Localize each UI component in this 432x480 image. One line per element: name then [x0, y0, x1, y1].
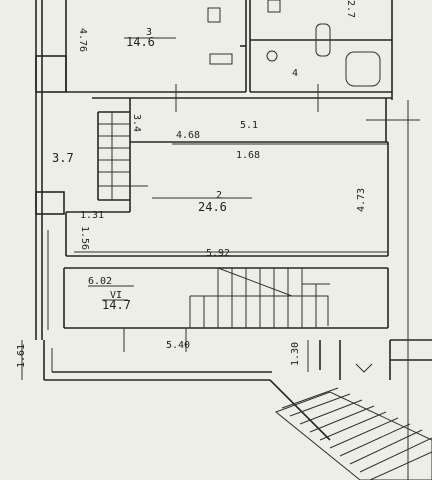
room-4-number: 4	[292, 68, 298, 79]
partitions	[21, 84, 420, 480]
cabinet-icon	[209, 53, 233, 65]
room-3-number: 3	[146, 27, 152, 38]
heater-icon	[207, 7, 221, 23]
dim-4-76: 4.76	[77, 28, 88, 52]
bathtub-icon	[345, 51, 381, 87]
sink-icon	[266, 50, 278, 62]
dim-4-73: 4.73	[356, 188, 367, 212]
dimension-ticks	[74, 37, 388, 373]
dimension-labels: 4.76 2.7 3.4 4.68 1.68 3.7 4.73 1.31 1.5…	[16, 0, 367, 368]
dim-1-61: 1.61	[16, 344, 27, 368]
dim-1-30: 1.30	[290, 342, 301, 366]
room-labels: 3 14.6 4 5.1 2 24.6 VI 14.7	[102, 27, 298, 312]
stairs-room-vi	[189, 267, 330, 328]
room-5-number: 5.1	[240, 120, 258, 131]
room-2-number: 2	[216, 190, 222, 201]
walls	[35, 0, 432, 441]
dim-5-40: 5.40	[166, 340, 190, 351]
dim-5-92: 5.92	[206, 248, 230, 259]
dim-4-68: 4.68	[176, 130, 200, 141]
room-3-area: 14.6	[126, 35, 155, 49]
dim-1-31: 1.31	[80, 210, 104, 221]
dim-1-56: 1.56	[79, 226, 90, 250]
room-2-area: 24.6	[198, 200, 227, 214]
fixtures	[207, 0, 381, 87]
stairs-lower	[275, 387, 432, 480]
dim-3-7: 3.7	[52, 151, 74, 165]
heater-icon	[267, 0, 281, 13]
dim-1-68: 1.68	[236, 150, 260, 161]
dim-2-7: 2.7	[345, 0, 356, 18]
dim-6-02: 6.02	[88, 276, 112, 287]
room-vi-area: 14.7	[102, 298, 131, 312]
room-vi-number: VI	[110, 290, 122, 301]
dim-3-4: 3.4	[131, 114, 142, 132]
toilet-icon	[315, 23, 331, 57]
stairs-left	[98, 112, 148, 200]
